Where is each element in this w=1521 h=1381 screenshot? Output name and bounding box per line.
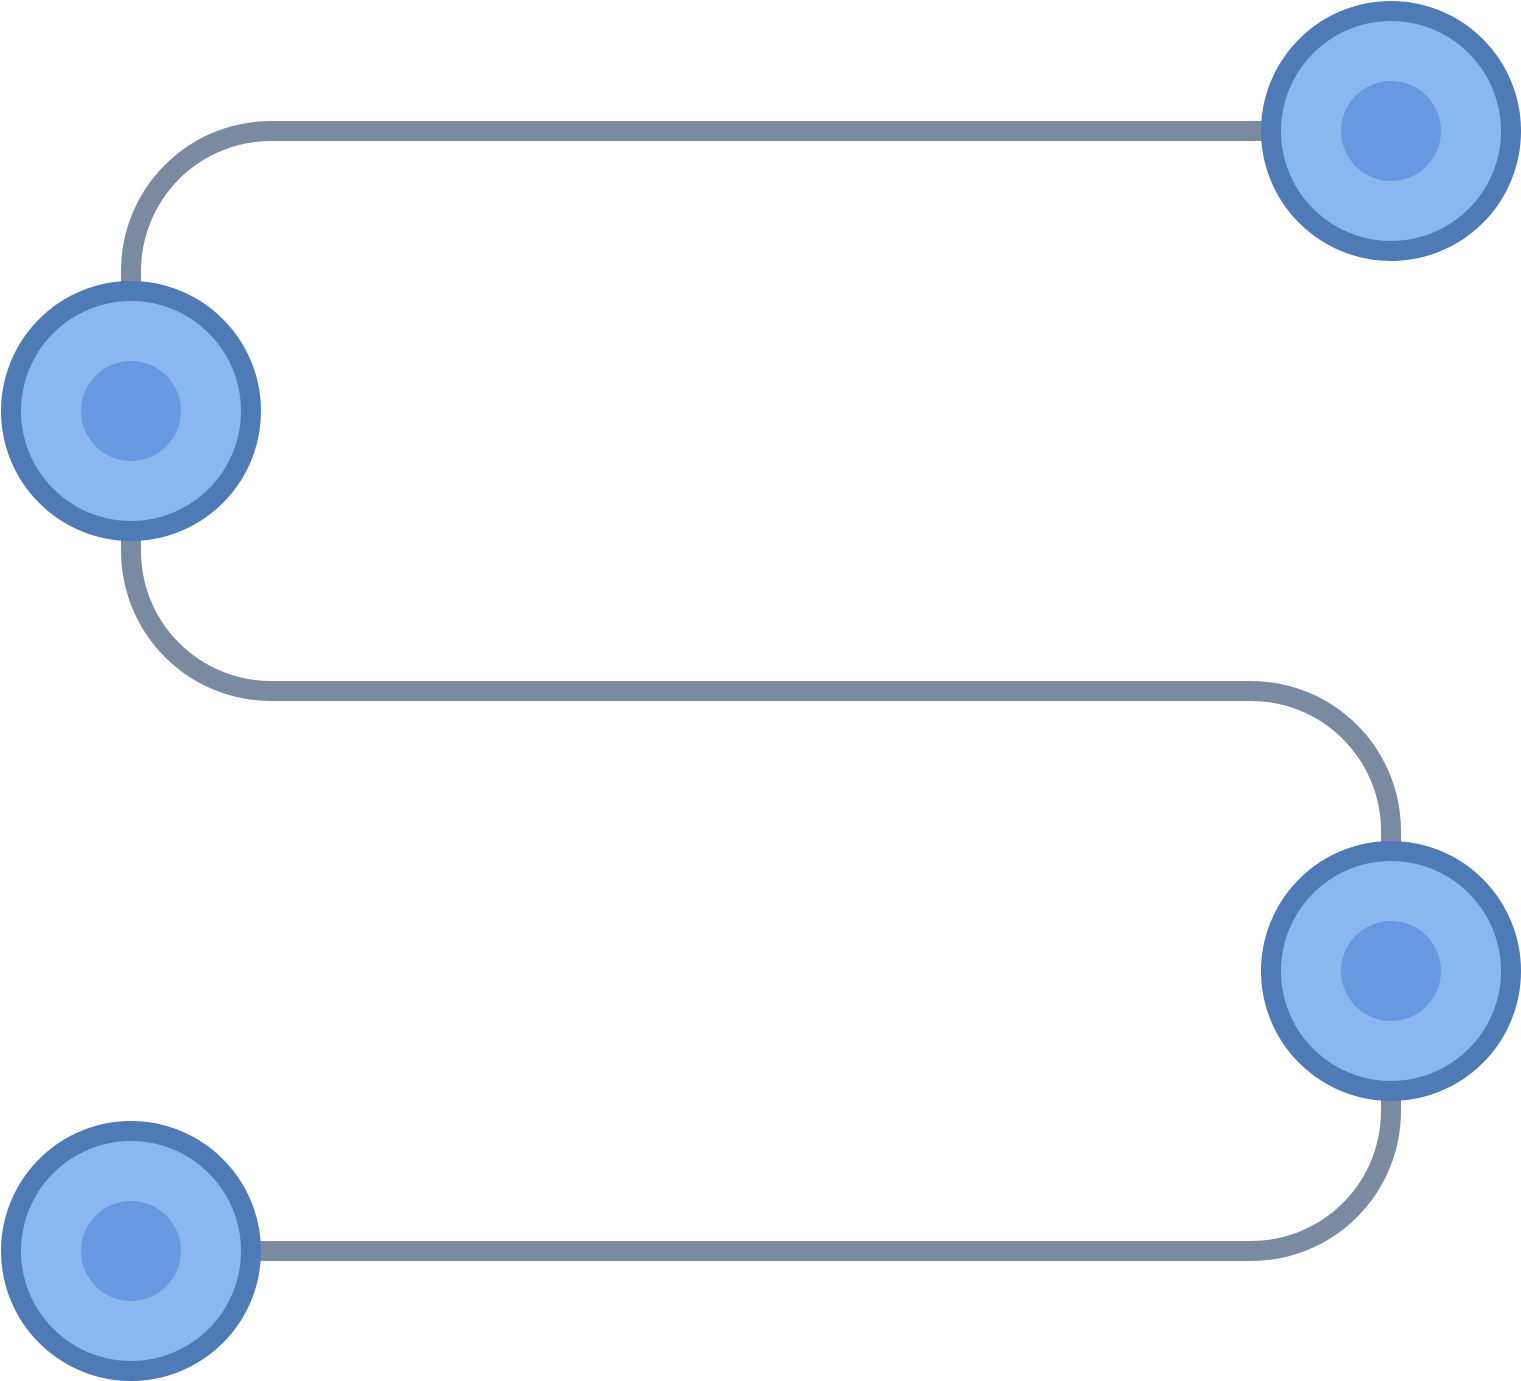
timeline-node-3 bbox=[1261, 841, 1521, 1101]
node-core bbox=[81, 1201, 181, 1301]
timeline-node-1 bbox=[1261, 1, 1521, 261]
connector-layer bbox=[121, 121, 1401, 1261]
connector-path bbox=[121, 121, 1401, 1261]
node-core bbox=[1341, 81, 1441, 181]
node-core bbox=[81, 361, 181, 461]
timeline-node-2 bbox=[1, 281, 261, 541]
timeline-node-4 bbox=[1, 1121, 261, 1381]
node-core bbox=[1341, 921, 1441, 1021]
